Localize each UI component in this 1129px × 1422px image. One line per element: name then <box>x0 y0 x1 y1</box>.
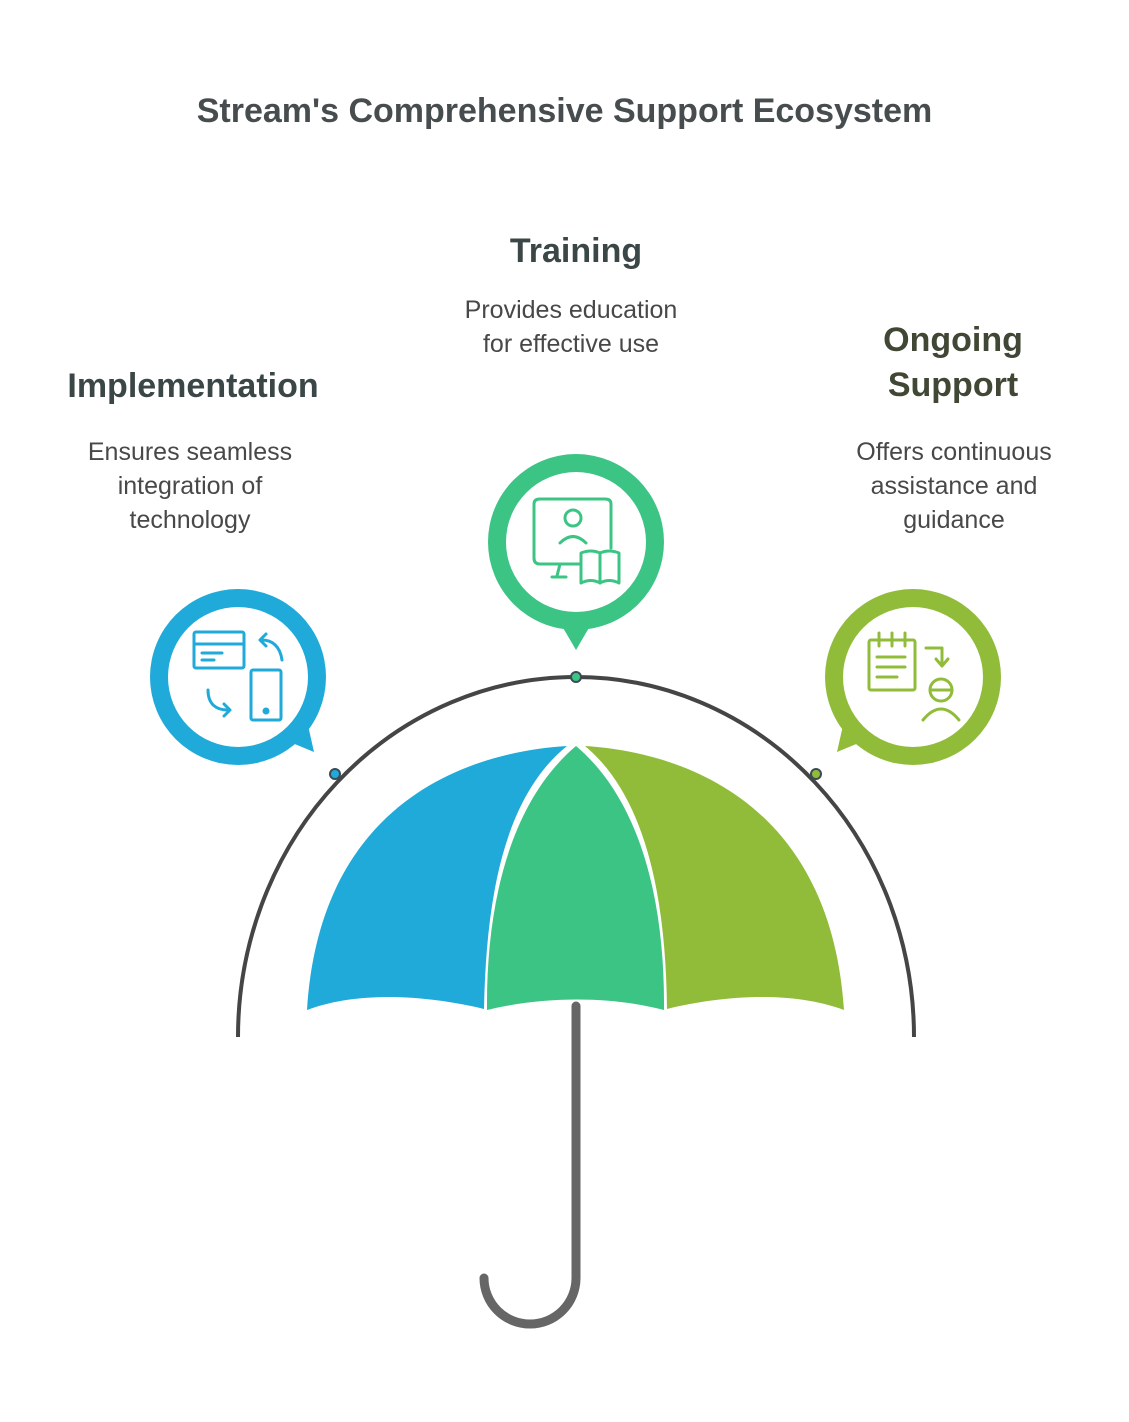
training-description: Provides education for effective use <box>421 293 721 361</box>
connector-dot-ongoing-support <box>810 768 822 780</box>
connector-dot-implementation <box>329 768 341 780</box>
implementation-description-line: integration of <box>117 472 263 500</box>
implementation-heading: Implementation <box>67 367 319 405</box>
ongoing-support-description: Offers continuous assistance and guidanc… <box>804 435 1104 537</box>
ongoing-support-heading-line: Ongoing <box>883 321 1023 359</box>
canopy-panel-ongoing-support <box>585 746 844 1010</box>
canopy-panel-training <box>486 746 665 1010</box>
screen-to-phone-sync-icon <box>192 630 284 722</box>
ongoing-support-heading-line: Support <box>887 366 1019 404</box>
training-description-line: for effective use <box>482 330 660 358</box>
ongoing-support-pin <box>825 589 1001 765</box>
training-heading: Training <box>509 232 643 270</box>
training-pin <box>488 454 664 650</box>
monitor-person-book-icon <box>532 497 621 585</box>
canopy-panel-implementation <box>307 746 567 1010</box>
implementation-description: Ensures seamless integration of technolo… <box>40 435 340 537</box>
training-description-line: Provides education <box>464 296 678 324</box>
implementation-description-line: technology <box>129 506 251 534</box>
ongoing-support-heading: Ongoing Support <box>803 318 1103 408</box>
connector-dot-training <box>570 671 582 683</box>
clipboard-person-icon <box>867 631 961 722</box>
umbrella-handle <box>479 1001 581 1329</box>
implementation-description-line: Ensures seamless <box>87 438 293 466</box>
ongoing-support-description-line: assistance and <box>870 472 1038 500</box>
ongoing-support-description-line: Offers continuous <box>856 438 1052 466</box>
ongoing-support-description-line: guidance <box>903 506 1005 534</box>
diagram-title: Stream's Comprehensive Support Ecosystem <box>196 92 933 130</box>
implementation-pin <box>150 589 326 765</box>
